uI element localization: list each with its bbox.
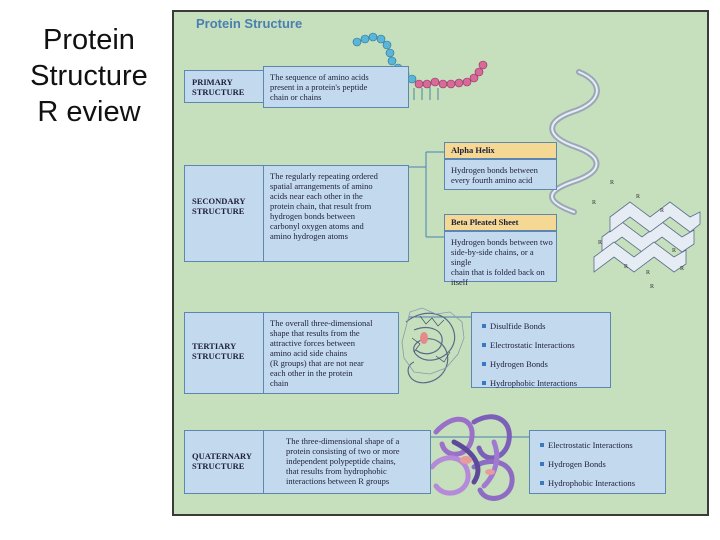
r-label: R xyxy=(624,264,628,270)
tertiary-interaction-item: Hydrophobic Interactions xyxy=(482,378,577,388)
tertiary-interaction-item: Disulfide Bonds xyxy=(482,321,577,331)
r-label: R xyxy=(598,240,602,246)
r-label: R xyxy=(680,266,684,272)
quaternary-structure-label-box: QUATERNARY STRUCTURE xyxy=(184,430,264,494)
primary-structure-description: The sequence of amino acids present in a… xyxy=(270,72,369,102)
beta-sheet-description-box: Hydrogen bonds between two side-by-side … xyxy=(444,231,557,287)
beta-sheet-icon xyxy=(593,201,701,273)
beta-sheet-description: Hydrogen bonds between two side-by-side … xyxy=(451,237,553,287)
connector-lines xyxy=(409,151,529,438)
tertiary-structure-description-box: The overall three-dimensional shape that… xyxy=(263,312,399,394)
quaternary-structure-description: The three-dimensional shape of a protein… xyxy=(286,436,400,486)
quaternary-protein-icon xyxy=(429,414,515,501)
quaternary-interactions-list: Electrostatic Interactions Hydrogen Bond… xyxy=(540,440,635,488)
panel-title: Protein Structure xyxy=(196,16,303,31)
protein-structure-panel: Protein Structure xyxy=(172,10,709,516)
bullet-icon xyxy=(540,443,544,447)
r-label: R xyxy=(660,208,664,214)
quaternary-interaction-item: Hydrophobic Interactions xyxy=(540,478,635,488)
alpha-helix-icon xyxy=(549,69,600,215)
beta-sheet-r-labels: R R R R R R R R R R xyxy=(592,180,684,290)
alpha-helix-description-box: Hydrogen bonds between every fourth amin… xyxy=(444,159,557,190)
tertiary-structure-label-box: TERTIARY STRUCTURE xyxy=(184,312,264,394)
beta-sheet-header: Beta Pleated Sheet xyxy=(444,214,557,231)
quaternary-interaction-item: Electrostatic Interactions xyxy=(540,440,635,450)
primary-structure-description-box: The sequence of amino acids present in a… xyxy=(263,66,409,108)
secondary-structure-label-box: SECONDARY STRUCTURE xyxy=(184,165,264,262)
r-label: R xyxy=(646,270,650,276)
slide-title: Protein Structure R eview xyxy=(30,24,148,128)
quaternary-interactions-box: Electrostatic Interactions Hydrogen Bond… xyxy=(529,430,666,494)
primary-structure-label: PRIMARY STRUCTURE xyxy=(192,77,245,97)
tertiary-protein-icon xyxy=(401,307,465,384)
tertiary-structure-description: The overall three-dimensional shape that… xyxy=(270,318,373,388)
bullet-icon xyxy=(482,324,486,328)
r-label: R xyxy=(592,200,596,206)
tertiary-interaction-item: Electrostatic Interactions xyxy=(482,340,577,350)
tertiary-interaction-item: Hydrogen Bonds xyxy=(482,359,577,369)
secondary-structure-description-box: The regularly repeating ordered spatial … xyxy=(263,165,409,262)
tertiary-interactions-box: Disulfide Bonds Electrostatic Interactio… xyxy=(471,312,611,388)
alpha-helix-header: Alpha Helix xyxy=(444,142,557,159)
quaternary-interaction-item: Hydrogen Bonds xyxy=(540,459,635,469)
bullet-icon xyxy=(482,362,486,366)
bullet-icon xyxy=(482,381,486,385)
amino-acid-chain-icon xyxy=(352,32,488,100)
tertiary-interactions-list: Disulfide Bonds Electrostatic Interactio… xyxy=(482,321,577,388)
quaternary-structure-description-box: The three-dimensional shape of a protein… xyxy=(263,430,431,494)
alpha-helix-description: Hydrogen bonds between every fourth amin… xyxy=(451,165,538,185)
bullet-icon xyxy=(482,343,486,347)
bullet-icon xyxy=(540,462,544,466)
r-label: R xyxy=(610,180,614,186)
r-label: R xyxy=(672,248,676,254)
quaternary-structure-label: QUATERNARY STRUCTURE xyxy=(192,451,252,471)
primary-structure-label-box: PRIMARY STRUCTURE xyxy=(184,70,264,103)
secondary-structure-description: The regularly repeating ordered spatial … xyxy=(270,171,378,241)
secondary-structure-label: SECONDARY STRUCTURE xyxy=(192,196,246,216)
diagram-artwork: R R R R R R R R R R xyxy=(352,32,701,501)
tertiary-structure-label: TERTIARY STRUCTURE xyxy=(192,341,245,361)
r-label: R xyxy=(636,194,640,200)
bullet-icon xyxy=(540,481,544,485)
r-label: R xyxy=(650,284,654,290)
